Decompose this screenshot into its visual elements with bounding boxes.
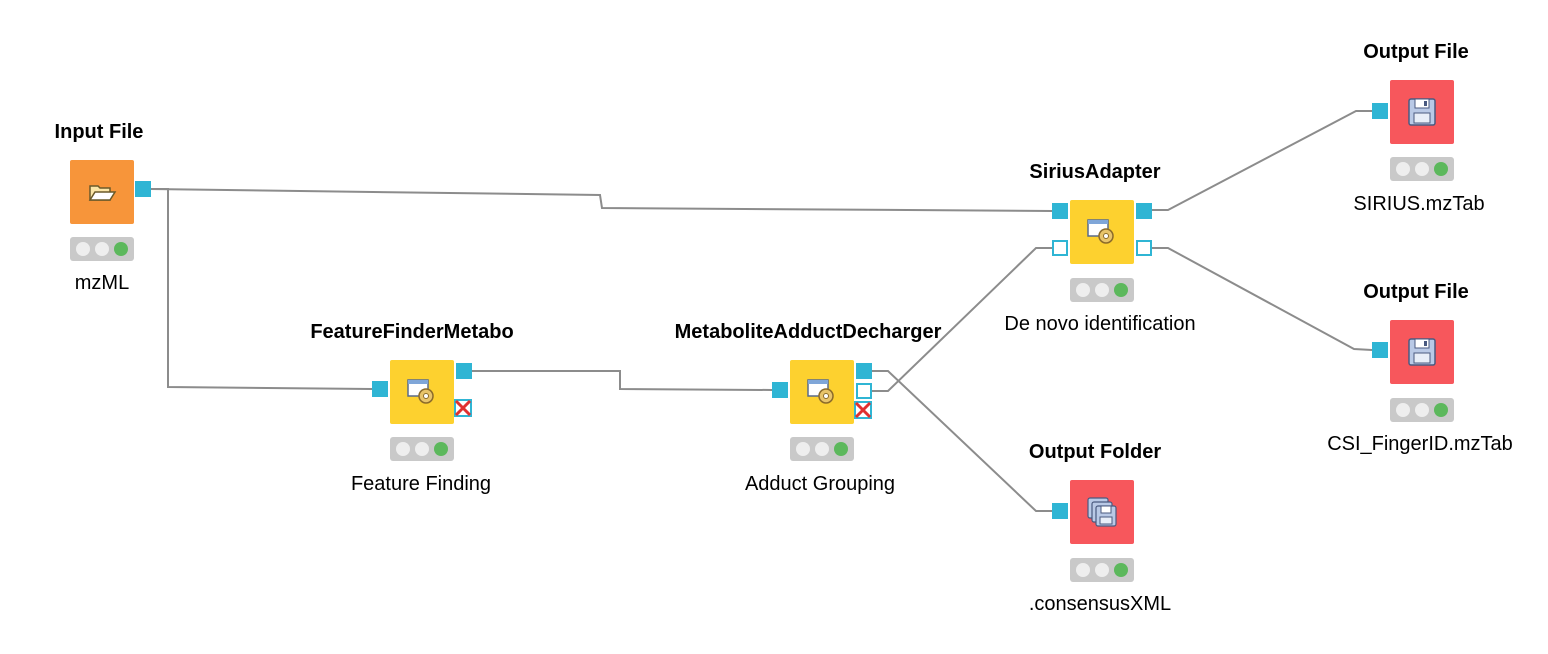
node-body[interactable] <box>1070 200 1134 264</box>
connection-input-to-featurefinder[interactable] <box>151 188 373 390</box>
node-label: .consensusXML <box>1028 593 1172 615</box>
node-title: Output Folder <box>1028 441 1162 463</box>
node-title: Output File <box>1363 281 1469 303</box>
multi-floppy-icon <box>1087 497 1117 527</box>
node-body[interactable] <box>1390 80 1454 144</box>
input-port[interactable] <box>1372 342 1388 358</box>
node-label: Feature Finding <box>350 473 492 495</box>
output-port-2[interactable] <box>856 383 872 399</box>
tool-gear-icon <box>1087 219 1114 244</box>
connection-sirius-to-output-sirius[interactable] <box>1152 110 1372 211</box>
connection-featurefinder-to-decharger[interactable] <box>472 370 773 391</box>
output-port[interactable] <box>456 363 472 379</box>
status-indicator <box>790 437 854 461</box>
node-title: SiriusAdapter <box>1029 161 1161 183</box>
input-port[interactable] <box>372 381 388 397</box>
floppy-disk-icon <box>1408 98 1436 126</box>
output-port-1[interactable] <box>856 363 872 379</box>
tool-gear-icon <box>407 379 434 404</box>
node-body[interactable] <box>1390 320 1454 384</box>
input-port-1[interactable] <box>1052 203 1068 219</box>
node-label: mzML <box>74 272 130 294</box>
input-port[interactable] <box>1372 103 1388 119</box>
node-title: MetaboliteAdductDecharger <box>674 321 942 343</box>
connection-input-to-sirius[interactable] <box>150 188 1053 212</box>
tool-gear-icon <box>807 379 834 404</box>
node-title: Input File <box>54 121 144 143</box>
node-title: Output File <box>1363 41 1469 63</box>
node-label: Adduct Grouping <box>744 473 896 495</box>
error-x-icon <box>454 399 472 417</box>
node-title: FeatureFinderMetabo <box>310 321 514 343</box>
input-port[interactable] <box>772 382 788 398</box>
output-port-1[interactable] <box>1136 203 1152 219</box>
connection-decharger-to-outputfolder[interactable] <box>872 370 1052 512</box>
open-folder-icon <box>88 185 117 201</box>
input-port[interactable] <box>1052 503 1068 519</box>
input-port-2[interactable] <box>1052 240 1068 256</box>
connection-decharger-to-sirius[interactable] <box>872 247 1052 392</box>
connection-sirius-to-output-csi[interactable] <box>1152 247 1373 351</box>
error-x-icon <box>854 401 872 419</box>
node-body[interactable] <box>70 160 134 224</box>
floppy-disk-icon <box>1408 338 1436 366</box>
node-label: SIRIUS.mzTab <box>1353 193 1485 215</box>
status-indicator <box>1070 278 1134 302</box>
status-indicator <box>1390 157 1454 181</box>
node-body[interactable] <box>790 360 854 424</box>
status-indicator <box>1390 398 1454 422</box>
output-port-2[interactable] <box>1136 240 1152 256</box>
node-label: De novo identification <box>1004 313 1196 335</box>
status-indicator <box>1070 558 1134 582</box>
status-indicator <box>70 237 134 261</box>
node-body[interactable] <box>1070 480 1134 544</box>
node-body[interactable] <box>390 360 454 424</box>
node-label: CSI_FingerID.mzTab <box>1327 433 1513 455</box>
status-indicator <box>390 437 454 461</box>
output-port[interactable] <box>135 181 151 197</box>
